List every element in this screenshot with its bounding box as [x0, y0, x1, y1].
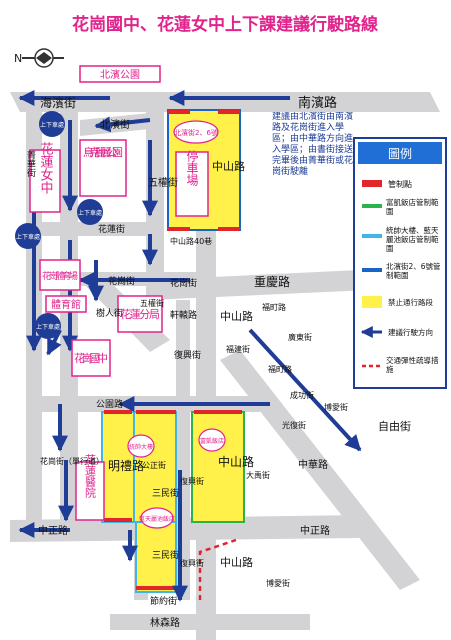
label-stadium: 體育館: [51, 298, 81, 311]
north-compass: N: [14, 48, 64, 68]
street-shuqi: 樹人街: [96, 307, 123, 319]
street-zhongzheng-2: 中正路: [300, 524, 330, 537]
street-guangfu: 光復街: [282, 420, 306, 430]
street-wuquan: 五權街: [148, 176, 178, 189]
pickup-bubble-3: 上下車處: [16, 233, 40, 241]
flexible-measure-line: [198, 538, 237, 600]
svg-text:管制點: 管制點: [388, 179, 412, 189]
street-bo-ai-2: 博愛街: [266, 578, 290, 588]
street-xuanyuan: 軒轅路: [170, 309, 197, 321]
street-linsen: 林森路: [150, 616, 180, 629]
street-fuxing-3: 復興街: [180, 558, 204, 568]
legend-item-5: 禁止通行路段: [362, 296, 433, 308]
street-zhongshan-2: 中山路: [220, 310, 253, 323]
street-huagang-2: 花崗街: [170, 277, 197, 289]
street-zhongzheng: 中正路: [38, 524, 68, 537]
street-guangdong: 廣東街: [288, 332, 312, 342]
street-wuquan-2: 五權街: [140, 298, 164, 308]
street-zhongshan-3: 中山路: [218, 454, 254, 469]
street-zhongshan-40: 中山路40巷: [170, 236, 212, 246]
street-huagang: 花崗街: [108, 275, 135, 287]
street-jieyue: 節約街: [150, 595, 177, 607]
label-fuxing-bldg: 統帥大樓: [129, 443, 153, 451]
street-haibin: 海濱街: [40, 95, 76, 110]
legend-title: 圖例: [388, 147, 412, 161]
pickup-bubble-2: 上下車處: [78, 209, 102, 217]
street-zhongqing: 重慶路: [254, 274, 290, 289]
street-fujian: 福建街: [226, 344, 250, 354]
street-fuding: 福町路: [262, 302, 286, 312]
label-beibin-park: 北濱公園: [100, 68, 140, 81]
label-huagang-jh: 花崗國中: [74, 352, 108, 365]
label-hualien-girls: 花蓮女中: [38, 141, 54, 194]
street-gongyuan: 公園路: [96, 398, 123, 410]
street-zhonghua: 中華路: [298, 458, 328, 471]
street-mingli: 明禮路: [108, 458, 144, 473]
street-fuxing-2: 復興街: [180, 476, 204, 486]
label-beibin-2-6: 北濱街2、6號: [174, 128, 218, 137]
route-note: 建議由北濱街由南濱路及花崗街進入學區；由中華路方向進入學區；由書街接送完畢後由菁…: [272, 112, 354, 177]
pickup-bubble-4: 上下車處: [36, 323, 60, 331]
pickup-points: 上下車處 上下車處 上下車處 上下車處: [15, 111, 103, 339]
control-points: [104, 110, 242, 590]
label-parking: 停車場: [185, 149, 199, 187]
north-label: N: [14, 52, 22, 65]
street-huagang-oneway: 花崗街（單行道）: [40, 456, 104, 466]
place-labels: 北濱公園 花蓮女中 烏克麗麗公園 停車場 花崗體育場 體育館 花蓮分局 花崗國中…: [29, 65, 226, 529]
pickup-bubble-1: 上下車處: [40, 121, 64, 129]
street-chenggong: 成功街: [290, 390, 314, 400]
legend-item-2: 富凱飯店管制範圍: [362, 198, 439, 216]
map-title: 花崗國中、花蓮女中上下課建議行駛路線: [72, 14, 378, 35]
label-fukai-hotel: 富凱飯店: [200, 437, 224, 445]
street-labels: 海濱街 南濱路 北濱街 五權街 中山路40巷 中山路 花蓮街 花崗街 花崗街 重…: [25, 95, 411, 629]
legend-item-4: 北濱街2、6號管制範圍: [362, 262, 441, 280]
street-ziyou: 自由街: [378, 419, 411, 433]
label-hualien-hospital: 花蓮醫院: [84, 454, 97, 498]
street-bo-ai: 博愛街: [324, 402, 348, 412]
label-lanten-hotel: 藍天麗池飯店: [139, 515, 175, 523]
street-beibin: 北濱街: [100, 118, 130, 131]
sanmin-prohibited: [133, 411, 177, 523]
label-hualien-police: 花蓮分局: [120, 307, 160, 321]
direction-arrows: [18, 90, 362, 602]
street-nanbin: 南濱路: [298, 95, 337, 111]
street-hualian: 花蓮街: [98, 223, 125, 235]
street-fuxing: 復興街: [174, 349, 201, 361]
street-sanmin-2: 三民街: [152, 549, 179, 561]
legend-item-6: 建議行駛方向: [360, 326, 433, 338]
svg-text:禁止通行路段: 禁止通行路段: [388, 297, 433, 307]
legend-item-7: 交通彈性疏導措施: [362, 356, 439, 374]
legend: 圖例 管制點 富凱飯店管制範圍 統帥大樓、藍天麗池飯店管制範圍 北濱街2、6號管…: [353, 137, 447, 389]
street-zhongshan-4: 中山路: [220, 556, 253, 569]
legend-item-3: 統帥大樓、藍天麗池飯店管制範圍: [362, 226, 439, 253]
street-fuding-2: 福町路: [268, 364, 292, 374]
label-wukeli-park: 烏克麗麗公園: [83, 145, 123, 159]
legend-item-1: 管制點: [362, 179, 412, 189]
street-sanmin: 三民街: [152, 487, 179, 499]
label-gym: 花崗體育場: [42, 270, 78, 282]
street-gongzheng: 公正街: [142, 460, 166, 470]
street-zhongshan: 中山路: [212, 160, 245, 173]
svg-text:建議行駛方向: 建議行駛方向: [388, 327, 433, 337]
street-dayu: 大禹街: [246, 470, 270, 480]
street-jinghua: 菁華街: [25, 149, 36, 178]
